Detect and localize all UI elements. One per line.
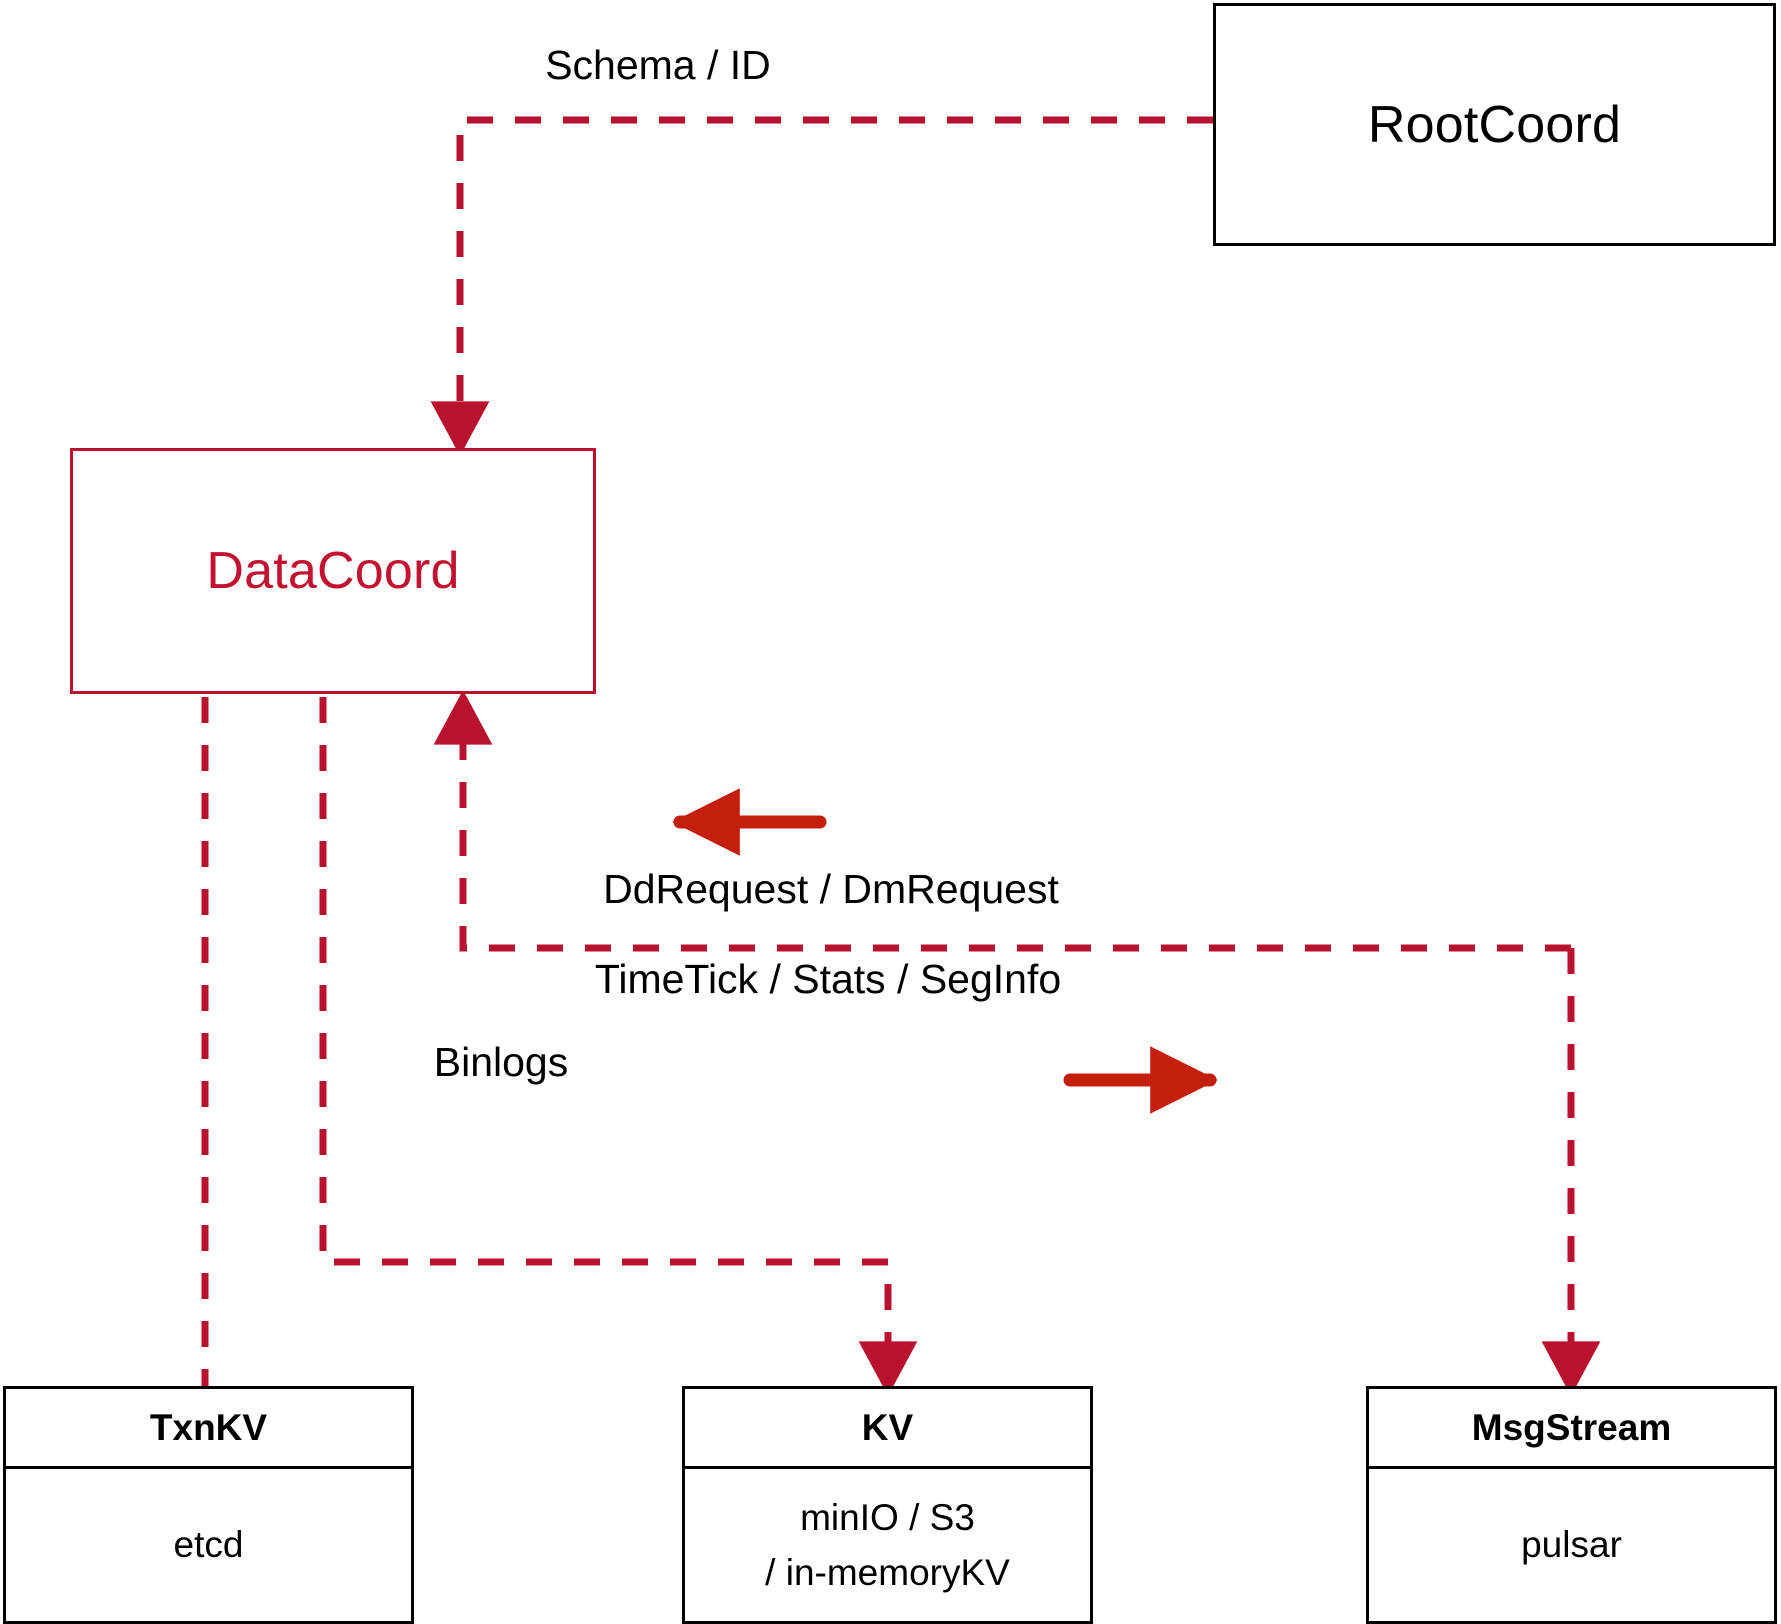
node-txnkv[interactable]: TxnKV etcd — [3, 1386, 414, 1624]
edge-label-schema-id: Schema / ID — [545, 42, 771, 88]
node-txnkv-header: TxnKV — [6, 1389, 411, 1469]
node-txnkv-body: etcd — [6, 1469, 411, 1621]
node-kv-body-line-1: minIO / S3 — [800, 1496, 975, 1538]
node-msgstream-header: MsgStream — [1369, 1389, 1774, 1469]
edge-label-dd-dm-request: DdRequest / DmRequest — [603, 866, 1059, 912]
node-datacoord-label: DataCoord — [206, 542, 460, 600]
node-kv-body-line-2: / in-memoryKV — [765, 1552, 1010, 1593]
edge-label-binlogs: Binlogs — [433, 1039, 569, 1085]
edge-rootcoord-to-datacoord — [430, 116, 1213, 457]
edge-datacoord-to-kv — [319, 697, 918, 1397]
edge-msgstream-to-datacoord — [433, 689, 1571, 952]
node-msgstream-body-line-1: pulsar — [1521, 1524, 1622, 1566]
node-rootcoord-label: RootCoord — [1367, 95, 1622, 154]
node-txnkv-body-line-1: etcd — [173, 1524, 244, 1566]
node-datacoord[interactable]: DataCoord — [70, 448, 596, 694]
node-rootcoord[interactable]: RootCoord — [1213, 3, 1776, 246]
edge-label-timetick-stats-seginfo: TimeTick / Stats / SegInfo — [594, 956, 1062, 1002]
node-kv-body: minIO / S3 / in-memoryKV — [685, 1469, 1090, 1621]
node-msgstream[interactable]: MsgStream pulsar — [1366, 1386, 1777, 1624]
node-kv-header: KV — [685, 1389, 1090, 1469]
node-msgstream-body: pulsar — [1369, 1469, 1774, 1621]
node-kv[interactable]: KV minIO / S3 / in-memoryKV — [682, 1386, 1093, 1624]
